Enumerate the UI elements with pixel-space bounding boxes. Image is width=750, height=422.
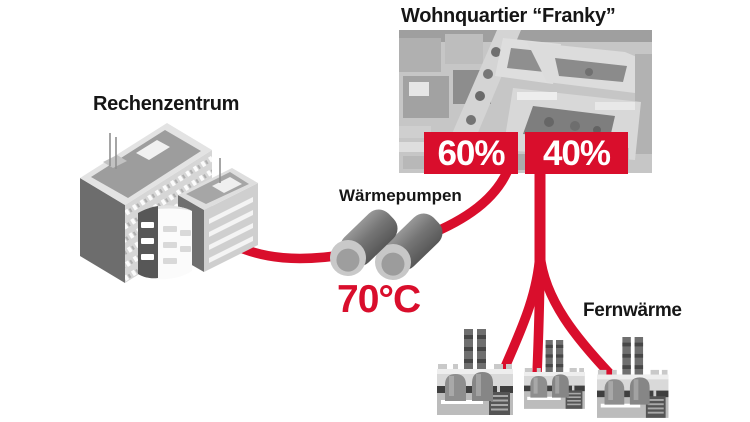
supply-temperature-label: 70°C [337, 278, 421, 321]
pipe-district-heating-40 [498, 164, 616, 380]
factory-icon [524, 340, 585, 409]
heat-pumps-label: Wärmepumpen [339, 186, 462, 205]
heat-pump-share-badge: 60% [424, 132, 518, 174]
district-heating-plants [437, 329, 669, 418]
quarter-title: Wohnquartier “Franky” [401, 5, 616, 27]
datacenter-label: Rechenzentrum [93, 93, 240, 115]
district-heating-share-badge: 40% [525, 132, 628, 174]
factory-icon [597, 337, 669, 418]
district-heating-label: Fernwärme [583, 300, 682, 321]
heat-pumps-illustration [330, 209, 443, 280]
datacenter-building-illustration [80, 123, 258, 283]
factory-icon [437, 329, 513, 415]
